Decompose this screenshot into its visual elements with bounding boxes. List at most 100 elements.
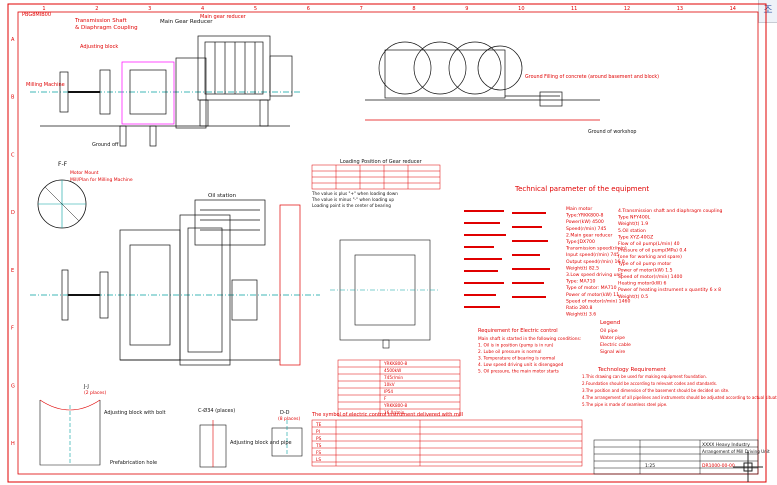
motor-data-cell: 745r/min [384, 375, 403, 380]
section-ff-note-2: Mill/Plan for Milling Machine [70, 177, 133, 183]
tech-param-line: Heating motor(kW) 6 [618, 281, 666, 287]
tech-param-line: Speed of motor(r/min) 1460 [566, 298, 630, 304]
column-number: 6 [307, 6, 310, 12]
tech-param-line: Type: MA710 [565, 279, 596, 285]
tech-req-line: 1.This drawing can be used for making eq… [582, 374, 707, 379]
section-ff-title: F-F [58, 161, 68, 168]
electrical-item: Main shaft is started in the following c… [478, 336, 581, 342]
row-letter: F [11, 326, 14, 332]
outer-frame [7, 3, 767, 483]
row-letter: E [11, 268, 14, 274]
electrical-title: Requirement for Electric control [478, 328, 558, 334]
tech-param-line: Ratio 280.8 [566, 305, 592, 311]
row-letter: B [11, 95, 15, 101]
column-number: 3 [148, 6, 151, 12]
spec-list-marks [464, 210, 550, 308]
legend-item: Signal wire [600, 349, 625, 355]
tech-req-line: 2.Foundation should be according to rele… [582, 381, 717, 386]
loading-note-2: The value is minus "-" when loading up [311, 197, 394, 202]
electrical-item: 4. Low speed driving unit is disengaged [478, 362, 564, 368]
instrument-symbol: PI [316, 429, 320, 435]
cad-crosshair-cursor[interactable] [733, 452, 763, 482]
tech-param-line: Type of oil pump motor [617, 261, 671, 267]
instrument-table [311, 419, 583, 467]
row-letter: G [11, 383, 15, 389]
instrument-table-title: The symbol of electric control instrumen… [311, 412, 463, 418]
tech-param-line: (one for working and spare) [618, 254, 682, 260]
tech-param-line: Power(kW) 4500 [566, 219, 604, 225]
label-jj: J-J [83, 384, 89, 390]
tech-req-line: 5.The pipe is made of seamless steel pip… [582, 402, 667, 407]
instrument-symbol: LS [316, 457, 321, 463]
motor-data-table-text: YRKK800-84500kW745r/min10kVIP54FYRKK800-… [383, 361, 407, 415]
tech-param-line: Output speed(r/min) 16.0 [566, 259, 625, 265]
tech-param-line: Type XYZ-40GZ [617, 234, 653, 240]
tech-param-line: 3.Low speed driving unit [566, 272, 623, 278]
row-letter: H [11, 441, 15, 447]
tech-param-line: Main motor [566, 206, 592, 212]
instrument-symbol: TE [315, 422, 322, 428]
label-jj-sub: (2 places) [84, 390, 107, 396]
electrical-item: 1. Oil is in position (pump is in run) [478, 343, 554, 349]
label-prefab-hole: Prefabrication hole [110, 460, 157, 466]
motor-data-table [337, 359, 461, 417]
title-scale: 1:25 [645, 463, 655, 469]
column-number: 2 [95, 6, 98, 12]
tech-params-title: Technical parameter of the equipment [514, 185, 649, 193]
motor-data-cell: 4500kW [384, 368, 401, 373]
detail-c-view [199, 420, 227, 468]
column-number: 11 [571, 6, 577, 12]
tech-param-line: Type:JDX700 [565, 239, 595, 245]
tech-requirements-lines: 1.This drawing can be used for making eq… [582, 374, 777, 407]
loading-table [311, 164, 441, 190]
callout-diaphragm-coupling: & Diaphragm Coupling [75, 25, 138, 31]
tech-param-line: Pressure of oil pump(MPa) 0.4 [618, 248, 687, 254]
row-letter: D [11, 210, 15, 216]
label-adjusting-bolt: Adjusting block with bolt [104, 410, 166, 416]
instrument-symbol: TS [315, 443, 322, 449]
legend-title: Legend [600, 320, 620, 326]
column-number: 1 [42, 6, 45, 12]
motor-data-cell: IP54 [384, 389, 393, 394]
callout-main-gear-reducer-2: Main gear reducer [200, 14, 247, 20]
plan-view-drive [30, 199, 320, 366]
legend-item: Oil pipe [600, 328, 618, 334]
column-number: 10 [518, 6, 524, 12]
row-letter: C [11, 152, 15, 158]
title-block [593, 439, 759, 475]
drawing-tab[interactable]: 조 [758, 0, 777, 23]
electrical-item: 5. Oil pressure, the main motor starts [478, 369, 560, 375]
label-adjusting-pipe: Adjusting block and pipe [230, 440, 292, 446]
column-number: 12 [624, 6, 630, 12]
legend-item: Water pipe [600, 335, 625, 341]
tech-param-line: Type NFY400L [617, 215, 651, 221]
tech-param-line: Input speed(r/min) 745 [566, 252, 619, 258]
callout-transmission-shaft: Transmission Shaft [74, 18, 127, 24]
title-company: XXXX Heavy Industry [702, 442, 750, 448]
foundation-detail [330, 239, 440, 349]
column-number: 5 [254, 6, 257, 12]
column-number: 9 [465, 6, 468, 12]
tech-params-column-2: 4.Transmission shaft and diaphragm coupl… [617, 208, 723, 300]
tech-param-line: Power of heating instrument x quantity 6… [618, 287, 721, 293]
label-dd: D-D [280, 410, 290, 416]
tech-param-line: Transmission speed(r/min) [565, 246, 627, 252]
column-number: 7 [360, 6, 363, 12]
label-milling-machine: Milling Machine [26, 82, 65, 88]
loading-note-1: The value is plus "+" when loading down [311, 191, 398, 196]
title-drawing-no: DR1000-00-00 [702, 463, 735, 469]
column-number: 8 [412, 6, 415, 12]
label-dd-sub: (8 places) [278, 416, 301, 422]
tech-param-line: Power of motor(kW) 1.5 [618, 267, 673, 273]
instrument-symbol: FS [316, 450, 321, 456]
inner-frame [17, 11, 759, 475]
tech-param-line: Weight(t) 82.5 [566, 265, 599, 271]
tech-param-line: 2.Main gear reducer [566, 232, 613, 238]
tech-param-line: Type:YRKK800-8 [565, 213, 604, 219]
loading-table-title: Loading Position of Gear reducer [340, 159, 423, 165]
